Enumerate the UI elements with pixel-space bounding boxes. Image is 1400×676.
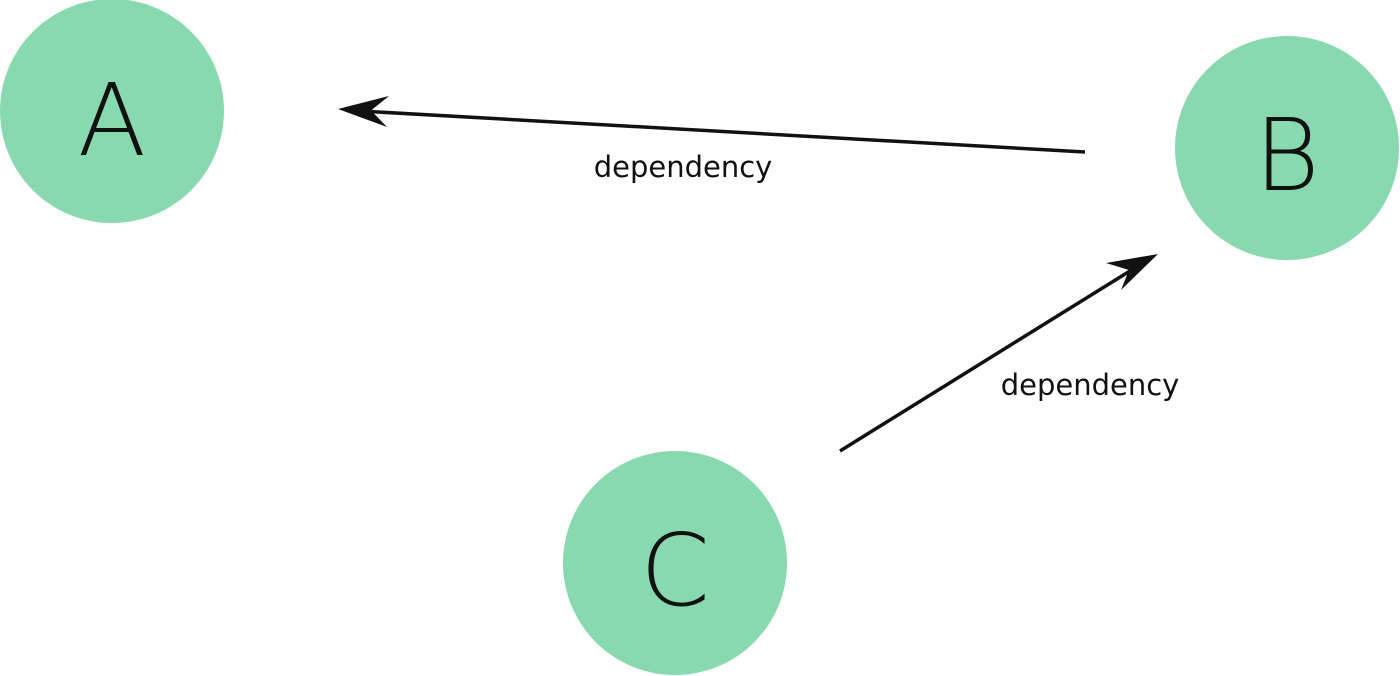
node-c[interactable]: C — [563, 451, 787, 675]
edge-b-to-a-line — [359, 109, 1086, 154]
node-c-label: C — [640, 512, 710, 629]
node-a-circle — [0, 0, 224, 223]
edge-c-to-b: dependency — [839, 254, 1180, 453]
node-b-circle — [1175, 36, 1399, 260]
edge-b-to-a-label: dependency — [594, 150, 773, 184]
node-a[interactable]: A — [0, 0, 224, 223]
node-a-label: A — [78, 62, 146, 179]
edge-c-to-b-arrowhead — [1106, 254, 1158, 290]
edge-c-to-b-label: dependency — [1001, 368, 1180, 402]
edge-b-to-a-arrowhead — [338, 96, 389, 127]
node-c-circle — [563, 451, 787, 675]
edge-c-to-b-line — [839, 264, 1139, 453]
node-b-label: B — [1254, 97, 1319, 214]
node-b[interactable]: B — [1175, 36, 1399, 260]
edge-b-to-a: dependency — [338, 96, 1086, 184]
